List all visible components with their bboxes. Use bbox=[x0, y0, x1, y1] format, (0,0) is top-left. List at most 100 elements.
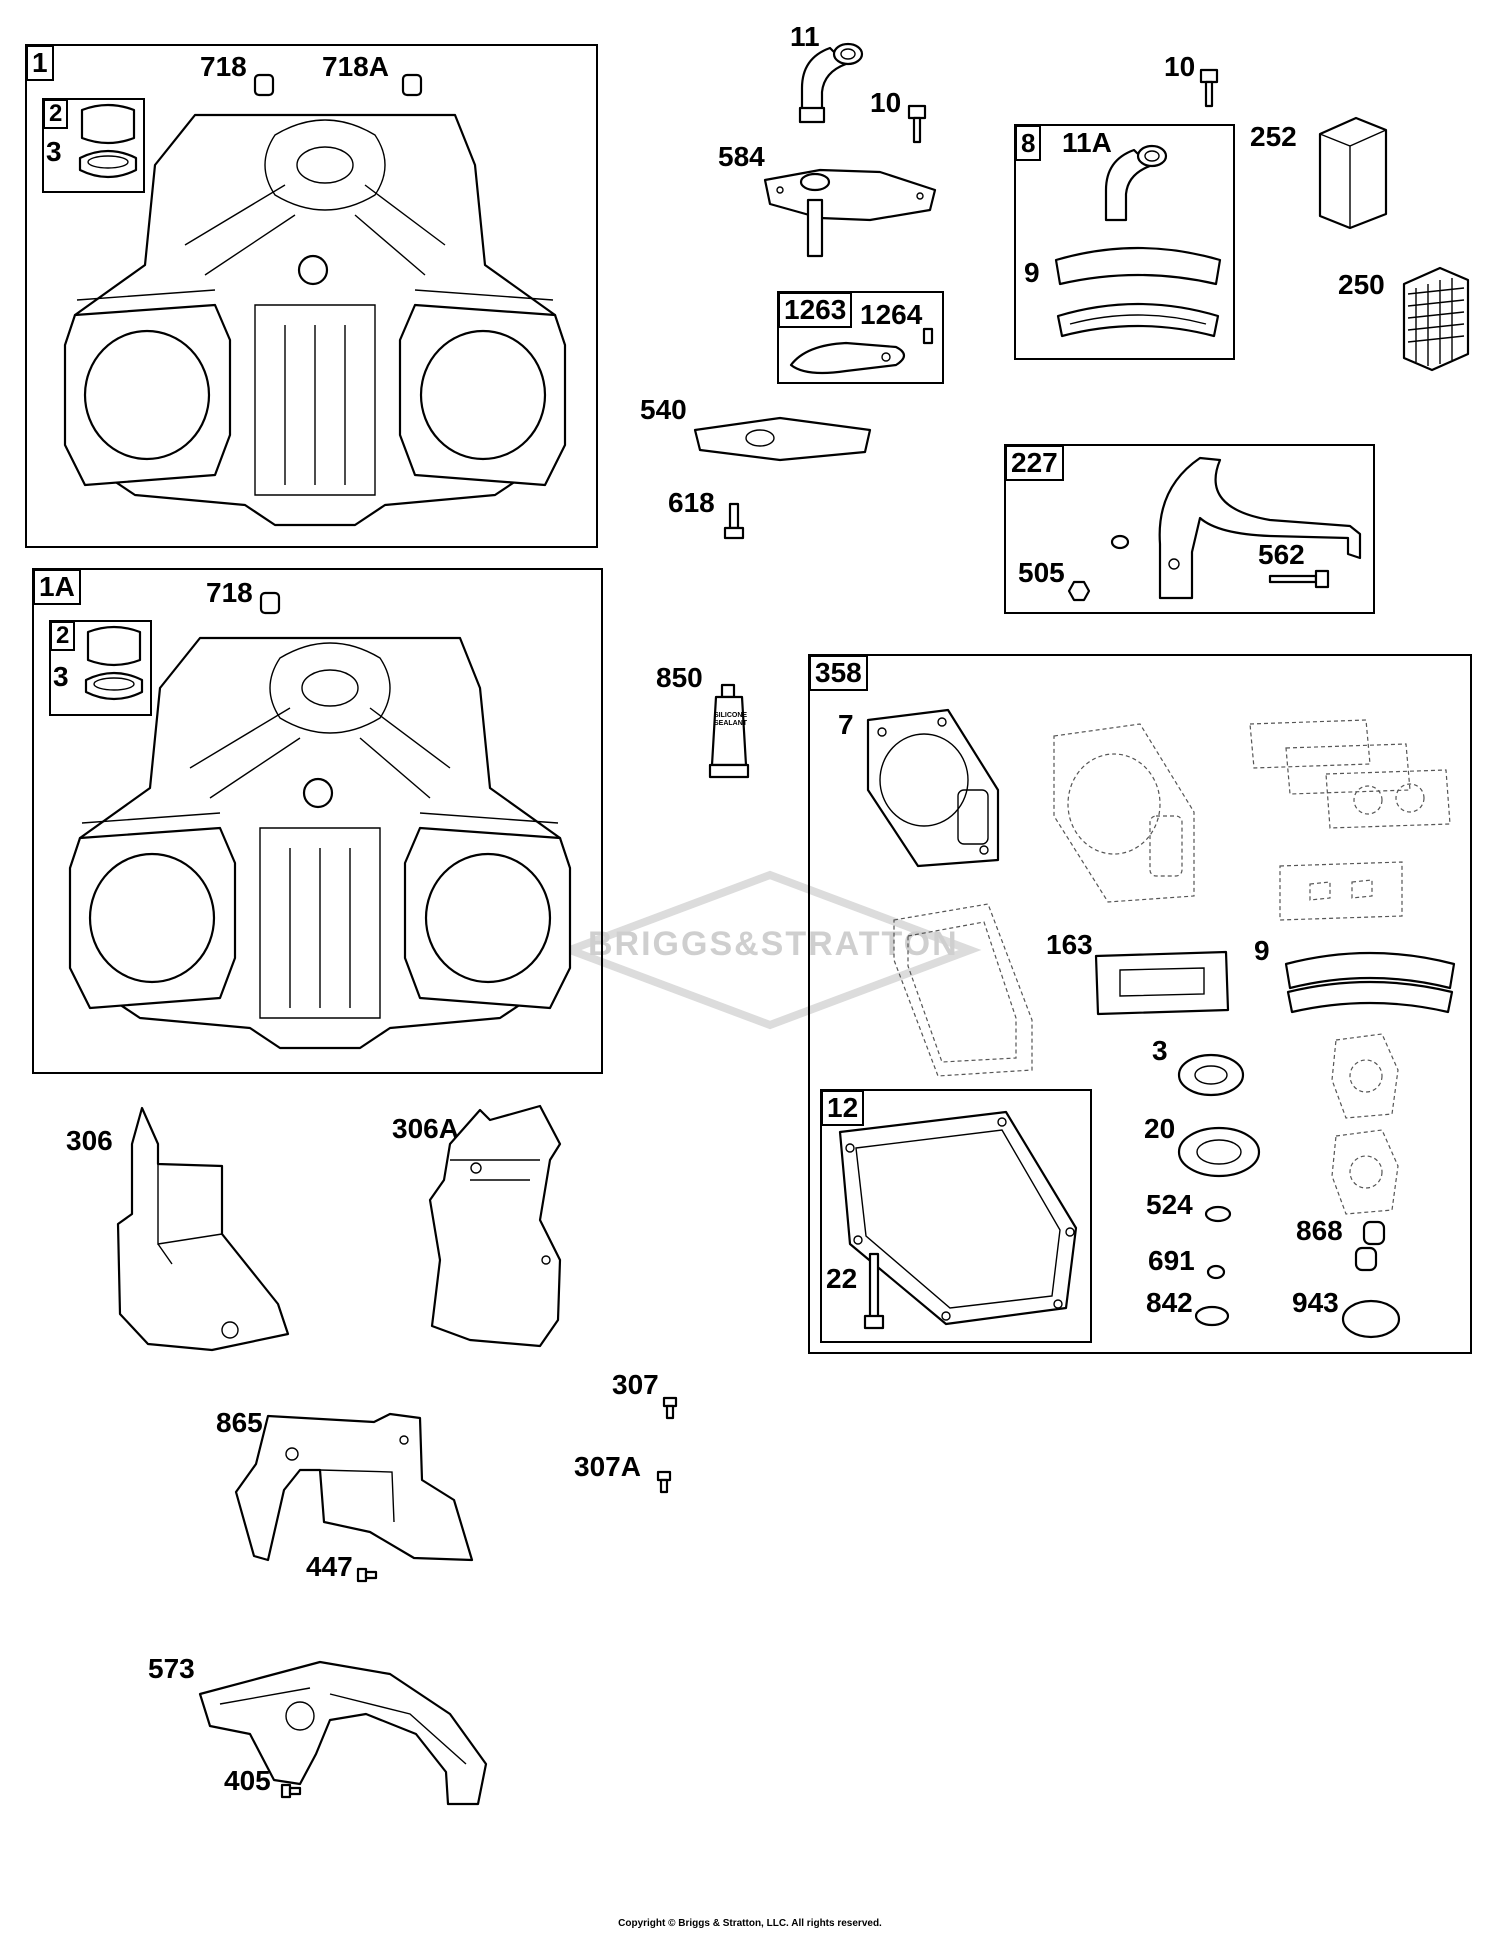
group-box-227: 227 bbox=[1004, 444, 1375, 614]
callout-718-lower: 718 bbox=[206, 577, 253, 608]
dowel-pin-icon-718A bbox=[401, 73, 423, 97]
callout-11: 11 bbox=[790, 21, 820, 52]
breather-tube-icon-11A bbox=[1104, 144, 1168, 222]
callout-573: 573 bbox=[148, 1653, 195, 1684]
group-tag-12: 12 bbox=[821, 1090, 865, 1126]
callout-850: 850 bbox=[656, 662, 703, 693]
callout-3-lower: 3 bbox=[53, 661, 69, 692]
callout-9-lower: 9 bbox=[1254, 935, 1270, 966]
group-tag-1263: 1263 bbox=[778, 292, 853, 328]
gasket-icon-9 bbox=[1284, 951, 1456, 1014]
group-box-1263: 1263 bbox=[777, 291, 944, 384]
seal-icon-3 bbox=[1177, 1053, 1245, 1097]
group-tag-2-upper: 2 bbox=[43, 99, 69, 129]
dowel-pin-icon-718-lower bbox=[259, 591, 281, 615]
group-tag-227: 227 bbox=[1005, 445, 1064, 481]
callout-691: 691 bbox=[1148, 1245, 1195, 1276]
reed-valve-icon-1263 bbox=[789, 327, 934, 375]
manifold-gasket-ghost-icon bbox=[1279, 861, 1403, 921]
gasket-icon-163 bbox=[1094, 950, 1230, 1016]
brand-watermark bbox=[558, 870, 982, 1030]
screw-icon-405 bbox=[280, 1783, 302, 1799]
group-box-1A: 1A bbox=[32, 568, 603, 1074]
bolt-icon-562 bbox=[1268, 569, 1330, 589]
screw-icon-10-right bbox=[1199, 68, 1219, 108]
screw-icon-307 bbox=[662, 1396, 678, 1420]
callout-943: 943 bbox=[1292, 1287, 1339, 1318]
callout-505: 505 bbox=[1018, 557, 1065, 588]
callout-11A: 11A bbox=[1062, 127, 1112, 158]
callout-718A: 718A bbox=[322, 51, 389, 82]
sleeve-icon-868 bbox=[1354, 1220, 1386, 1272]
callout-7: 7 bbox=[838, 709, 854, 740]
group-tag-2-lower: 2 bbox=[50, 621, 76, 651]
copyright-notice: Copyright © Briggs & Stratton, LLC. All … bbox=[618, 1918, 882, 1929]
bushing-icon-lower bbox=[84, 625, 144, 701]
sealant-tube-icon-850 bbox=[708, 683, 750, 779]
bushing-icon-upper bbox=[78, 103, 138, 179]
shroud-icon-306A bbox=[428, 1104, 562, 1348]
cylinder-block-icon-1 bbox=[63, 113, 567, 527]
callout-405: 405 bbox=[224, 1765, 271, 1796]
callout-718-upper: 718 bbox=[200, 51, 247, 82]
callout-307: 307 bbox=[612, 1369, 659, 1400]
group-box-8: 8 bbox=[1014, 124, 1235, 360]
baffle-icon-865 bbox=[234, 1412, 474, 1562]
group-tag-8: 8 bbox=[1015, 125, 1042, 161]
shroud-icon-306 bbox=[116, 1106, 290, 1352]
callout-10-right: 10 bbox=[1164, 51, 1196, 82]
exhaust-gasket-ghost-icon-a bbox=[1331, 1033, 1399, 1119]
screen-filter-icon-250 bbox=[1402, 266, 1470, 372]
callout-524: 524 bbox=[1146, 1189, 1193, 1220]
callout-252: 252 bbox=[1250, 121, 1297, 152]
dowel-pin-icon-718 bbox=[253, 73, 275, 97]
breather-tube-icon-11 bbox=[798, 42, 864, 124]
screw-icon-307A bbox=[656, 1470, 672, 1494]
screw-icon-447 bbox=[356, 1567, 378, 1583]
callout-868: 868 bbox=[1296, 1215, 1343, 1246]
screw-icon-618 bbox=[723, 502, 745, 540]
bolt-icon-22 bbox=[863, 1252, 885, 1330]
group-box-358: 358 bbox=[808, 654, 1472, 1354]
callout-842: 842 bbox=[1146, 1287, 1193, 1318]
o-ring-icon-943 bbox=[1341, 1299, 1401, 1339]
breather-cover-icon-584 bbox=[763, 168, 937, 258]
callout-562: 562 bbox=[1258, 539, 1305, 570]
callout-1264: 1264 bbox=[860, 299, 923, 330]
o-ring-icon-524 bbox=[1204, 1205, 1232, 1223]
group-box-12: 12 bbox=[820, 1089, 1092, 1343]
callout-3-upper: 3 bbox=[46, 136, 62, 167]
head-gasket-icon-7 bbox=[866, 708, 1000, 868]
valve-cover-gasket-ghost-icon bbox=[893, 903, 1033, 1077]
callout-250: 250 bbox=[1338, 269, 1385, 300]
callout-306: 306 bbox=[66, 1125, 113, 1156]
callout-447: 447 bbox=[306, 1551, 353, 1582]
bracket-icon-227 bbox=[1110, 456, 1362, 600]
callout-9-upper: 9 bbox=[1024, 257, 1040, 288]
group-box-2-upper: 2 bbox=[42, 98, 145, 193]
callout-307A: 307A bbox=[574, 1451, 641, 1482]
callout-3-seal: 3 bbox=[1152, 1035, 1168, 1066]
gasket-icon-540 bbox=[693, 416, 872, 462]
screw-icon-10-left bbox=[907, 104, 927, 144]
breather-assembly-icon-8 bbox=[1054, 246, 1222, 338]
nut-icon-505 bbox=[1067, 580, 1091, 602]
cylinder-block-icon-1A bbox=[68, 636, 572, 1050]
group-tag-1A: 1A bbox=[33, 569, 81, 605]
filter-block-icon-252 bbox=[1318, 116, 1388, 230]
head-gasket-ghost-icon bbox=[1053, 723, 1195, 903]
group-tag-1: 1 bbox=[26, 45, 54, 81]
group-tag-358: 358 bbox=[809, 655, 868, 691]
crankcase-gasket-icon-12 bbox=[838, 1110, 1078, 1326]
o-ring-icon-842 bbox=[1194, 1305, 1230, 1327]
sealant-label: SILICONE SEALANT bbox=[714, 712, 748, 727]
blower-housing-icon-573 bbox=[198, 1660, 488, 1806]
washer-icon-691 bbox=[1206, 1264, 1226, 1280]
exhaust-gasket-ghost-icon-b bbox=[1331, 1129, 1399, 1215]
group-box-1: 1 bbox=[25, 44, 598, 548]
callout-865: 865 bbox=[216, 1407, 263, 1438]
callout-20: 20 bbox=[1144, 1113, 1176, 1144]
group-box-2-lower: 2 bbox=[49, 620, 152, 716]
callout-163: 163 bbox=[1046, 929, 1093, 960]
callout-22: 22 bbox=[826, 1263, 858, 1294]
